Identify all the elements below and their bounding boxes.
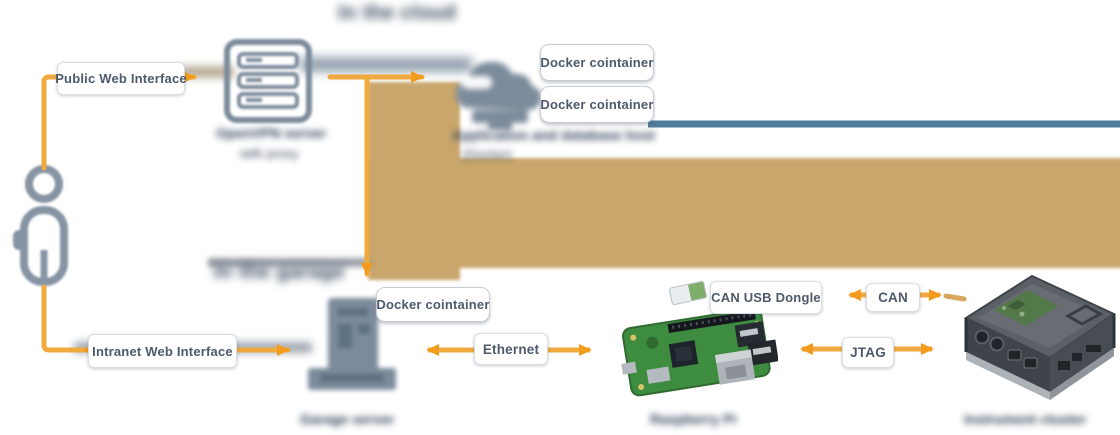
label-can-usb-dongle: CAN USB Dongle — [710, 281, 822, 314]
label-ethernet: Ethernet — [474, 333, 548, 365]
cloud-server-caption-line2: (Docker) — [462, 147, 512, 162]
enclosure-caption: Instrument cluster — [964, 411, 1087, 427]
cloud-server-caption-line1: Application and database host — [452, 127, 656, 143]
label-public-web-interface-text: Public Web Interface — [55, 71, 187, 86]
label-jtag: JTAG — [842, 337, 894, 368]
label-can-text: CAN — [878, 290, 908, 305]
rack-server-icon — [224, 39, 312, 123]
docker-container-box-1: Docker cointainer — [540, 44, 654, 81]
user-person-icon — [13, 165, 68, 286]
label-can: CAN — [866, 283, 920, 312]
label-intranet-web-interface-text: Intranet Web Interface — [92, 343, 233, 359]
label-can-usb-dongle-text: CAN USB Dongle — [711, 290, 821, 305]
section-heading-garage: In the garage — [214, 261, 345, 283]
label-intranet-web-interface: Intranet Web Interface — [88, 334, 237, 368]
blurred-band-garage — [208, 258, 370, 267]
cloud-server-icon — [456, 61, 541, 130]
blurred-band-top — [300, 57, 472, 72]
redacted-region-wide — [368, 158, 1120, 268]
raspberry-pi-image — [621, 307, 778, 397]
docker-container-box-2-text: Docker cointainer — [540, 97, 654, 112]
section-heading-cloud: In the cloud — [338, 2, 457, 24]
docker-container-box-2: Docker cointainer — [540, 86, 654, 123]
docker-container-box-1-text: Docker cointainer — [540, 55, 654, 70]
docker-container-box-3-text: Docker cointainer — [376, 297, 490, 312]
label-jtag-text: JTAG — [850, 345, 886, 360]
rack-server-caption-line1: OpenVPN server — [216, 125, 327, 141]
enclosure-image — [963, 274, 1117, 400]
tower-server-icon — [308, 298, 396, 390]
label-ethernet-text: Ethernet — [482, 341, 540, 357]
label-public-web-interface: Public Web Interface — [55, 62, 187, 95]
tower-server-caption: Garage server — [300, 411, 395, 427]
rack-server-caption-line2: with proxy — [240, 146, 299, 161]
docker-container-box-3: Docker cointainer — [376, 287, 490, 322]
raspberry-pi-caption: Raspberry Pi — [650, 411, 737, 427]
